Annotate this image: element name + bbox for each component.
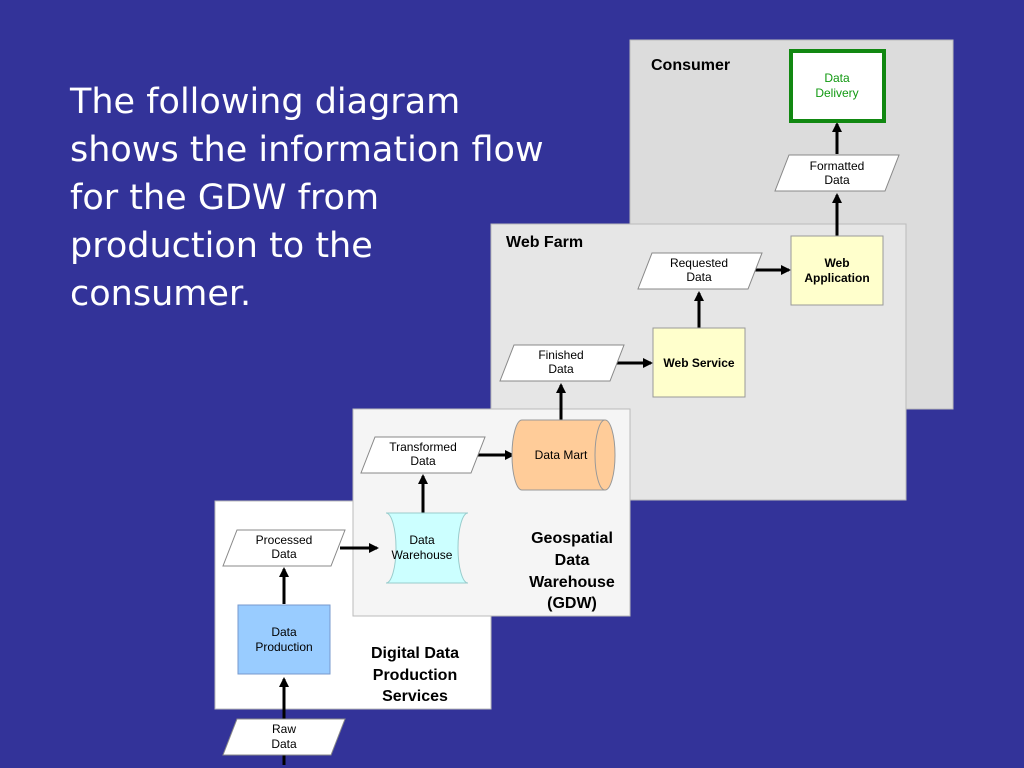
node-label: Data Mart: [535, 448, 588, 462]
intro-line: production to the: [70, 226, 373, 266]
node-label: Data: [271, 625, 297, 639]
web-service-node: Web Service: [652, 327, 746, 398]
data-warehouse-node: Data Warehouse: [385, 512, 469, 584]
requested-data-node: Requested Data: [637, 252, 763, 290]
ddps-title-line: Production: [373, 667, 457, 684]
node-label: Data: [824, 173, 850, 187]
node-label: Data: [271, 737, 297, 751]
node-label: Web Service: [663, 356, 734, 370]
node-label: Data: [548, 362, 574, 376]
transformed-data-node: Transformed Data: [360, 436, 486, 474]
node-label: Data: [824, 71, 850, 85]
intro-line: consumer.: [70, 274, 252, 314]
gdw-title-line: (GDW): [547, 595, 597, 612]
node-label: Data: [686, 270, 712, 284]
ddps-title-line: Services: [382, 688, 448, 705]
node-label: Web: [824, 256, 849, 270]
intro-line: The following diagram: [70, 82, 461, 122]
node-label: Data: [409, 533, 435, 547]
node-label: Formatted: [810, 159, 865, 173]
node-label: Transformed: [389, 440, 457, 454]
intro-text: The following diagram shows the informat…: [70, 78, 570, 318]
node-label: Data: [410, 454, 436, 468]
node-label: Delivery: [815, 86, 858, 100]
formatted-data-node: Formatted Data: [774, 154, 900, 192]
processed-data-node: Processed Data: [222, 529, 346, 567]
web-application-node: Web Application: [790, 235, 884, 306]
gdw-title-line: Geospatial: [531, 530, 613, 547]
data-mart-node: Data Mart: [511, 419, 616, 491]
raw-data-node: Raw Data: [222, 718, 346, 756]
data-production-node: Data Production: [237, 604, 331, 675]
node-label: Data: [271, 547, 297, 561]
node-label: Production: [255, 640, 312, 654]
node-label: Warehouse: [392, 548, 453, 562]
intro-line: for the GDW from: [70, 178, 380, 218]
ddps-title-line: Digital Data: [371, 645, 459, 662]
gdw-title-line: Data: [555, 552, 590, 569]
node-label: Finished: [538, 348, 583, 362]
finished-data-node: Finished Data: [499, 344, 625, 382]
node-label: Application: [804, 271, 869, 285]
gdw-title-line: Warehouse: [529, 574, 615, 591]
data-delivery-node: Data Delivery: [789, 49, 886, 123]
node-label: Raw: [272, 722, 296, 736]
node-label: Requested: [670, 256, 728, 270]
web-farm-panel-title: Web Farm: [506, 234, 583, 251]
intro-line: shows the information flow: [70, 130, 544, 170]
consumer-panel-title: Consumer: [651, 57, 730, 74]
node-label: Processed: [256, 533, 313, 547]
